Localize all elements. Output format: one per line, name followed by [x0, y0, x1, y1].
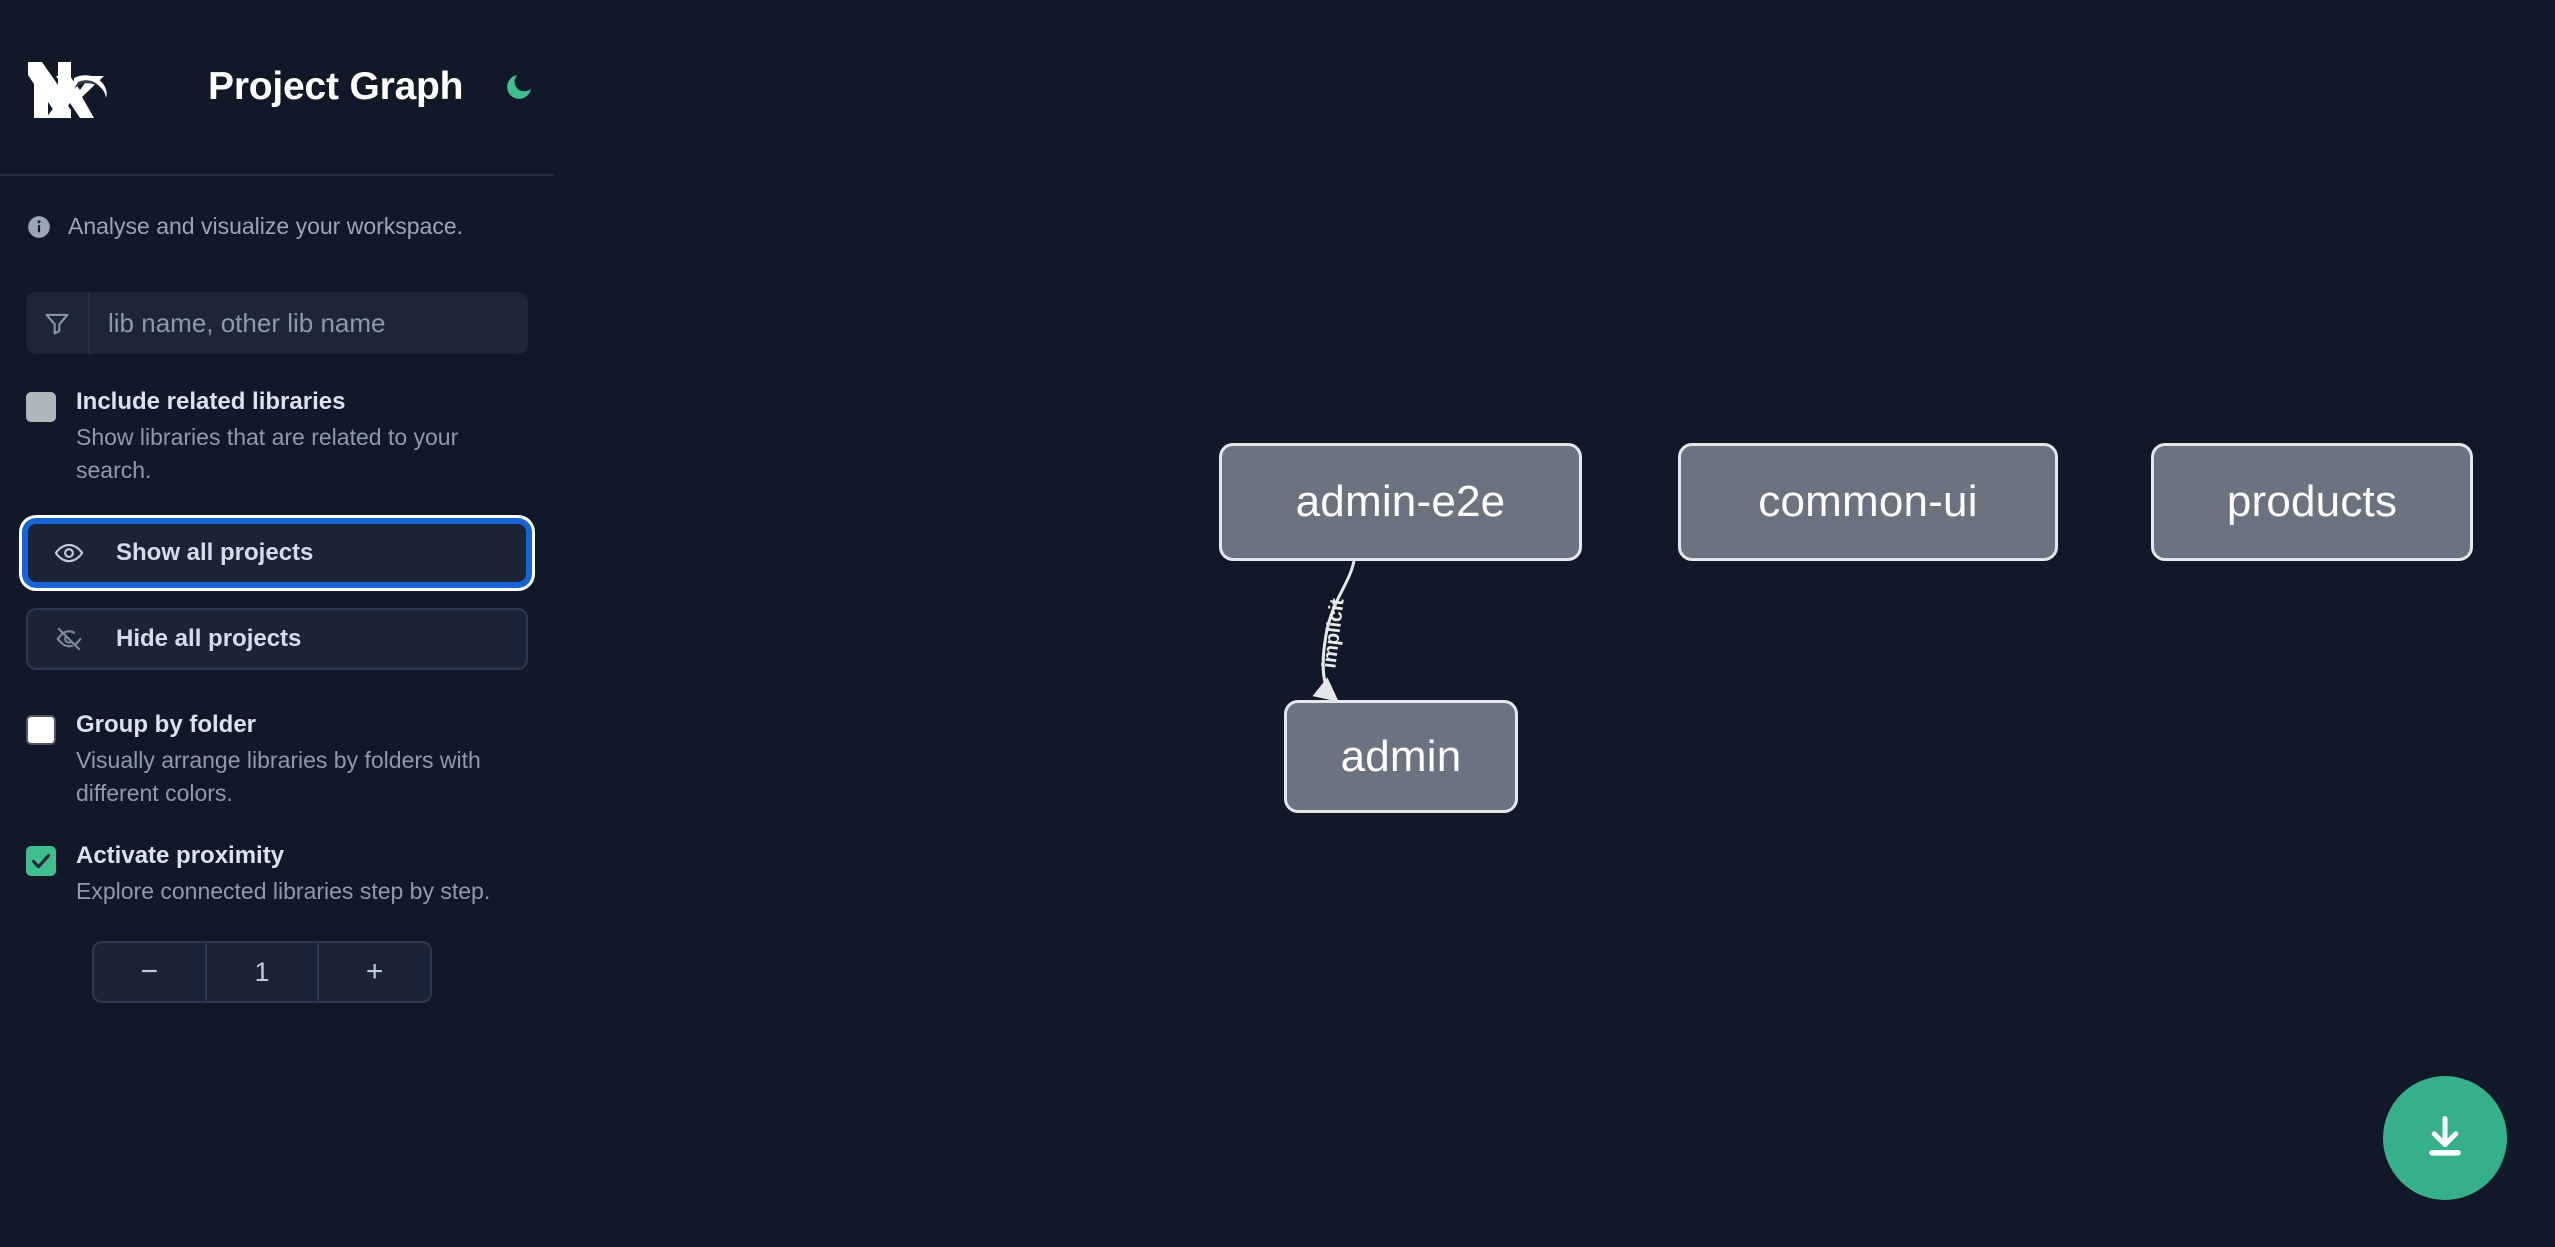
- checkbox-group-by-folder[interactable]: [26, 715, 56, 746]
- sidebar-header: Project Graph: [0, 0, 554, 176]
- option-group-by-folder[interactable]: Group by folder Visually arrange librari…: [26, 710, 528, 809]
- hide-all-projects-label: Hide all projects: [116, 625, 302, 653]
- filter-icon: [26, 292, 90, 354]
- option-label: Group by folder: [76, 711, 256, 739]
- graph-node-admin-e2e[interactable]: admin-e2e: [1219, 443, 1582, 561]
- option-activate-proximity[interactable]: Activate proximity Explore connected lib…: [26, 841, 528, 908]
- edge-admin-e2e-to-admin: [1312, 560, 1356, 702]
- sidebar: Project Graph Analyse and visualize your…: [0, 0, 554, 1247]
- option-description: Explore connected libraries step by step…: [76, 877, 491, 904]
- filter-box: [26, 292, 528, 354]
- decrement-button[interactable]: −: [94, 943, 205, 1001]
- stepper-value: 1: [204, 943, 320, 1002]
- proximity-stepper: − 1 +: [92, 941, 432, 1004]
- tagline: Analyse and visualize your workspace.: [26, 213, 528, 240]
- option-label: Activate proximity: [76, 841, 285, 869]
- option-description: Show libraries that are related to your …: [76, 424, 459, 483]
- info-icon: [26, 214, 52, 240]
- option-label: Include related libraries: [76, 388, 346, 415]
- sidebar-body: Analyse and visualize your workspace. In…: [0, 213, 554, 1004]
- checkbox-include-related-libraries[interactable]: [26, 392, 56, 422]
- graph-node-admin[interactable]: admin: [1284, 700, 1518, 813]
- show-all-projects-label: Show all projects: [116, 539, 314, 567]
- hide-all-projects-button[interactable]: Hide all projects: [26, 608, 528, 671]
- graph-node-products[interactable]: products: [2151, 443, 2473, 561]
- option-text: Group by folder Visually arrange librari…: [76, 710, 528, 809]
- tagline-text: Analyse and visualize your workspace.: [68, 213, 464, 239]
- eye-off-icon: [54, 624, 90, 654]
- download-icon: [2419, 1111, 2471, 1166]
- search-input[interactable]: [90, 292, 528, 354]
- eye-icon: [54, 538, 90, 568]
- moon-icon[interactable]: [499, 67, 539, 107]
- nx-logo-icon: [26, 56, 112, 118]
- graph-edges: [1312, 560, 1356, 702]
- download-button[interactable]: [2383, 1076, 2507, 1200]
- option-text: Activate proximity Explore connected lib…: [76, 841, 490, 908]
- option-text: Include related libraries Show libraries…: [76, 387, 528, 486]
- option-include-related-libraries[interactable]: Include related libraries Show libraries…: [26, 387, 528, 486]
- graph-canvas[interactable]: admin-e2e common-ui products store-e2e a…: [554, 0, 2555, 1247]
- increment-button[interactable]: +: [319, 943, 430, 1001]
- checkbox-activate-proximity[interactable]: [26, 845, 56, 876]
- graph-node-common-ui[interactable]: common-ui: [1678, 443, 2058, 561]
- option-description: Visually arrange libraries by folders wi…: [76, 747, 481, 806]
- show-all-projects-button[interactable]: Show all projects: [26, 522, 528, 585]
- page-title: Project Graph: [208, 65, 464, 108]
